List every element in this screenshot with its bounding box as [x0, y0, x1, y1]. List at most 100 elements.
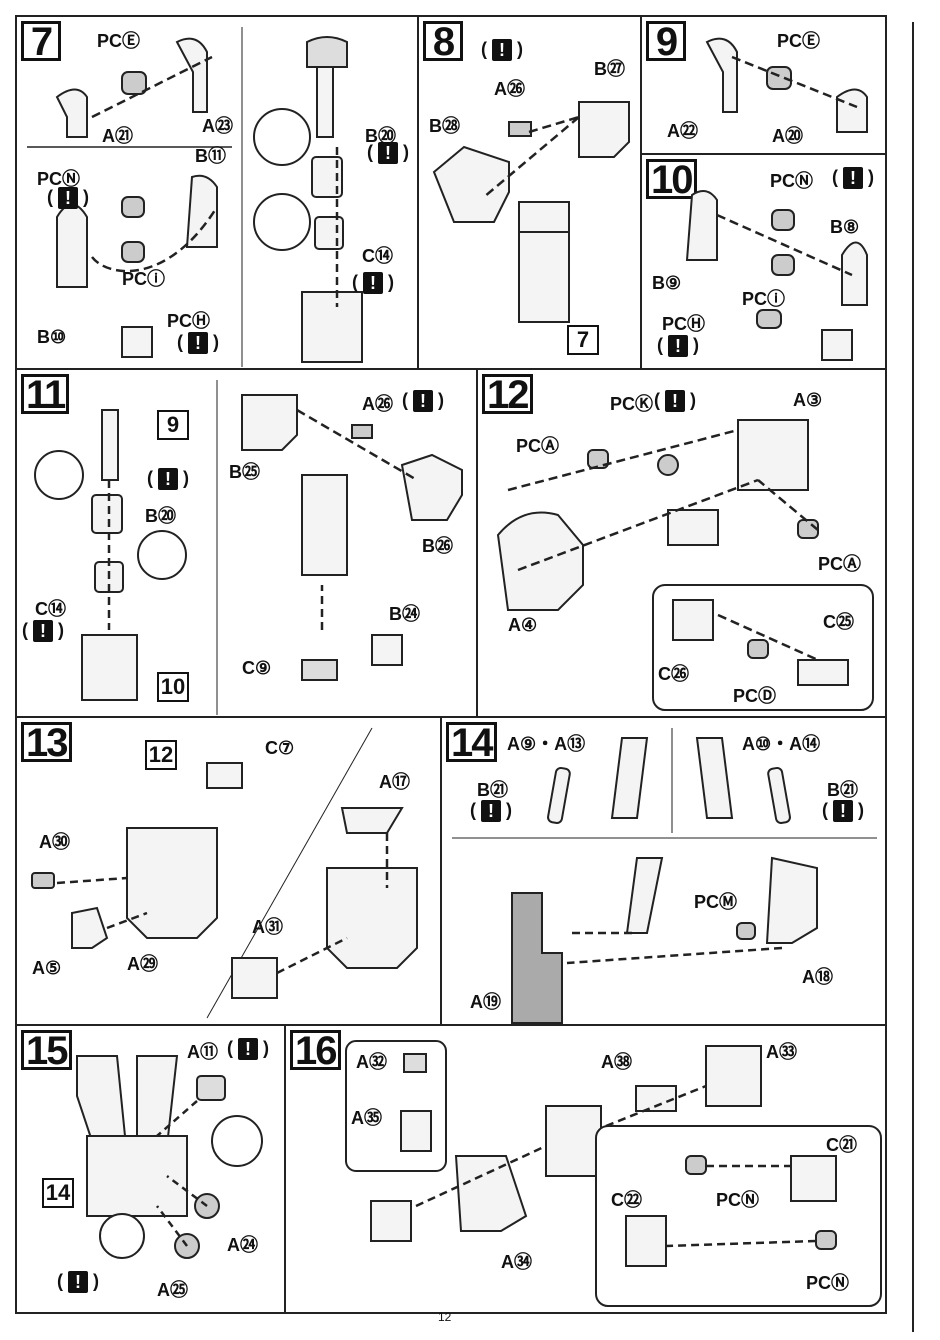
label-pc-h: PCⒽ: [662, 314, 706, 334]
label-b20: B⑳: [365, 126, 396, 146]
label-b24: B㉔: [389, 604, 420, 624]
step-9-number: 9: [646, 21, 686, 62]
step-11-number: 11: [21, 374, 70, 415]
step-15-number: 15: [21, 1030, 72, 1071]
label-pc-n: PCⓃ: [716, 1190, 760, 1210]
label-a18: A⑱: [802, 967, 833, 987]
label-a3: A③: [793, 390, 823, 410]
label-a24: A㉔: [227, 1235, 258, 1255]
label-b26: B㉖: [422, 536, 453, 556]
warn-mark: ( ! ): [657, 335, 699, 358]
warn-mark: ( ! ): [654, 390, 696, 413]
label-a33: A㉝: [766, 1042, 797, 1062]
adjacent-page-edge: [912, 22, 940, 1332]
label-a31: A㉛: [252, 917, 283, 937]
label-b28: B㉘: [429, 116, 460, 136]
label-pc-k: PCⓀ: [610, 394, 654, 414]
label-a38: A㊳: [601, 1052, 632, 1072]
label-b8: B⑧: [830, 217, 860, 237]
label-b27: B㉗: [594, 59, 625, 79]
step-15-panel: 15 A⑪ ( ! ) 14 A㉔ ( ! ) A㉕: [15, 1024, 286, 1314]
label-c22: C㉒: [611, 1190, 642, 1210]
label-a37: A㉟: [351, 1108, 382, 1128]
label-a10-a14: A⑩・A⑭: [742, 734, 821, 754]
label-b20: B⑳: [145, 506, 176, 526]
step-12-diagram: [496, 419, 874, 711]
step-16-panel: 16 A㉜ A㉟ A㊳ A㉝ C㉑ C㉒ PCⓃ PCⓃ A㉞: [284, 1024, 887, 1314]
label-a5: A⑤: [32, 958, 62, 978]
label-pc-e: PCⒺ: [777, 31, 821, 51]
step-12-panel: 12 PCⓀ ( ! ) A③ PCⒶ A④ PCⒶ C㉕ C㉖ PCⒹ: [476, 368, 887, 718]
label-a4: A④: [508, 615, 538, 635]
warn-mark: ( ! ): [402, 390, 444, 413]
label-a32: A㉜: [356, 1052, 387, 1072]
label-pc-a: PCⒶ: [818, 554, 862, 574]
step-14-diagram: [452, 728, 877, 1024]
warn-mark: ( ! ): [822, 800, 864, 823]
label-b21: B㉑: [827, 780, 858, 800]
label-a20: A⑳: [772, 126, 803, 146]
label-c9: C⑨: [242, 658, 272, 678]
warn-mark: ( ! ): [227, 1038, 269, 1061]
label-pc-m: PCⓂ: [694, 892, 738, 912]
step-8-panel: 8 ( ! ) A㉖ B㉗ B㉘ 7: [417, 15, 642, 370]
label-a9-a13: A⑨・A⑬: [507, 734, 586, 754]
label-pc-n: PCⓃ: [37, 169, 81, 189]
label-pc-d: PCⒹ: [733, 686, 777, 706]
part-a21-icon: [55, 88, 88, 138]
label-a11: A⑪: [187, 1042, 218, 1062]
step-9-diagram: [705, 37, 868, 133]
warn-mark: ( ! ): [177, 332, 219, 355]
warn-mark: ( ! ): [832, 167, 874, 190]
step-13-number: 13: [21, 722, 72, 763]
label-a17: A⑰: [379, 772, 410, 792]
label-b25: B㉕: [229, 462, 260, 482]
label-a30: A㉚: [39, 832, 70, 852]
label-a22: A㉒: [667, 121, 698, 141]
label-b21: B㉑: [477, 780, 508, 800]
label-a26: A㉖: [362, 394, 393, 414]
label-a29: A㉙: [127, 954, 158, 974]
step-16-number: 16: [290, 1030, 341, 1071]
label-pc-e: PCⒺ: [97, 31, 141, 51]
label-a21: A㉑: [102, 126, 133, 146]
label-a23: A㉓: [202, 116, 233, 136]
step-11-panel: 11 9 ( ! ) B⑳ C⑭ ( ! ) 10 B㉕ A㉖ ( ! ): [15, 368, 478, 718]
label-pc-n: PCⓃ: [770, 171, 814, 191]
step-10-number: 10: [646, 159, 697, 200]
label-b9: B⑨: [652, 273, 682, 293]
label-a25: A㉕: [157, 1280, 188, 1300]
label-b10: B⑩: [37, 327, 67, 347]
warn-mark: ( ! ): [367, 142, 409, 165]
label-pc-i: PCⓘ: [122, 269, 166, 289]
label-c25: C㉕: [823, 612, 854, 632]
step-10-panel: 10 PCⓃ ( ! ) B⑧ B⑨ PCⓘ PCⒽ ( ! ): [640, 153, 887, 370]
label-c14: C⑭: [362, 246, 393, 266]
warn-mark: ( ! ): [470, 800, 512, 823]
warn-mark: ( ! ): [22, 620, 64, 643]
ref-step-12: 12: [145, 740, 177, 770]
label-c14: C⑭: [35, 599, 66, 619]
warn-mark: ( ! ): [147, 468, 189, 491]
label-pc-n: PCⓃ: [806, 1273, 850, 1293]
step-8-number: 8: [423, 21, 463, 62]
step-7-panel: 7 PCⒺ A㉓ A㉑ PCⓃ B⑪ PCⓘ: [15, 15, 419, 370]
step-7-number: 7: [21, 21, 61, 62]
label-c26: C㉖: [658, 664, 689, 684]
step-7-diagram: [27, 27, 363, 367]
warn-mark: ( ! ): [481, 39, 523, 62]
page-number: 12: [438, 1310, 452, 1324]
step-13-panel: 13 12 C⑦ A⑰ A㉚ A⑤ A㉙ A㉛: [15, 716, 442, 1026]
step-16-diagram: [345, 1040, 882, 1307]
step-12-number: 12: [482, 374, 533, 415]
label-pc-i: PCⓘ: [742, 289, 786, 309]
step-8-diagram: [432, 101, 630, 323]
step-13-diagram: [31, 727, 418, 1019]
step-10-diagram: [685, 190, 868, 361]
warn-mark: ( ! ): [57, 1271, 99, 1294]
label-c7: C⑦: [265, 738, 295, 758]
label-a19: A⑲: [470, 992, 501, 1012]
step-9-panel: 9 PCⒺ A㉒ A⑳: [640, 15, 887, 155]
step-14-panel: 14 A⑨・A⑬ A⑩・A⑭ B㉑ ( ! ) B㉑ ( ! ) PCⓂ A⑱ …: [440, 716, 887, 1026]
